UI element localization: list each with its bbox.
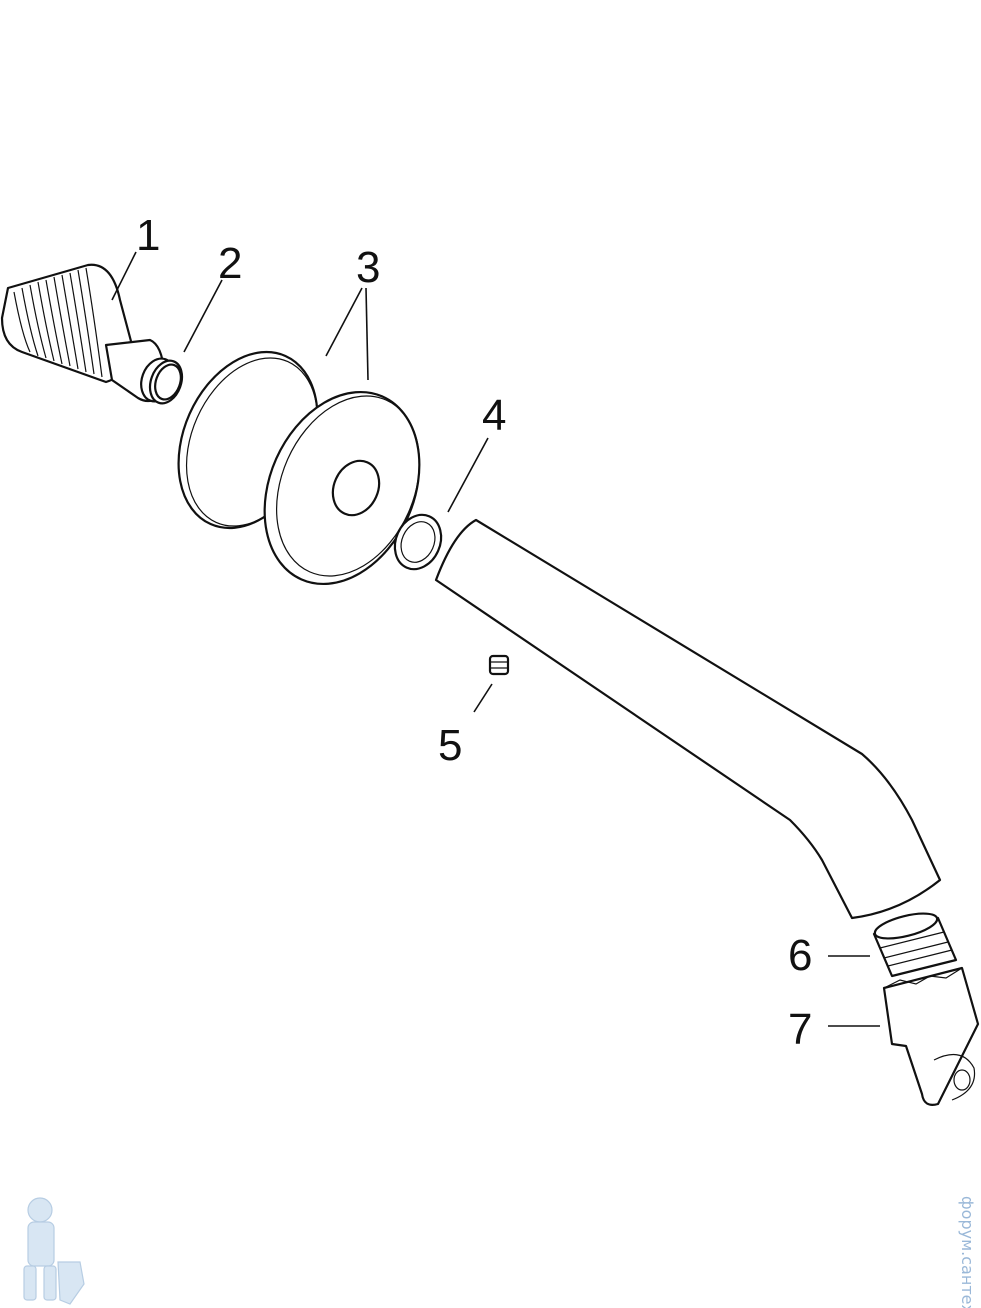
- part-6-aerator-insert: [872, 912, 958, 978]
- callout-1: 1: [136, 211, 160, 260]
- part-2-o-ring: [154, 363, 182, 401]
- leader-2: [183, 279, 223, 353]
- part-5-set-screw: [488, 654, 510, 676]
- part-7-aerator-housing: [882, 966, 980, 1106]
- leader-3a: [325, 287, 363, 357]
- watermark-text: форум.сантехники: [958, 1196, 977, 1308]
- callout-2: 2: [218, 239, 242, 288]
- callout-5: 5: [438, 721, 462, 770]
- callout-6: 6: [788, 931, 812, 980]
- part-1-threaded-connector: [0, 263, 184, 405]
- callout-3: 3: [356, 243, 380, 292]
- spout-tube: [434, 518, 942, 920]
- leader-5: [473, 683, 493, 713]
- callout-4: 4: [482, 391, 506, 440]
- leader-1: [111, 251, 137, 301]
- part-3-escutcheon: [177, 350, 421, 586]
- plumber-mascot-logo: [23, 1197, 85, 1305]
- leader-3b: [365, 287, 369, 381]
- callout-7: 7: [788, 1005, 812, 1054]
- part-4-o-ring: [393, 513, 443, 571]
- leader-4: [447, 437, 489, 513]
